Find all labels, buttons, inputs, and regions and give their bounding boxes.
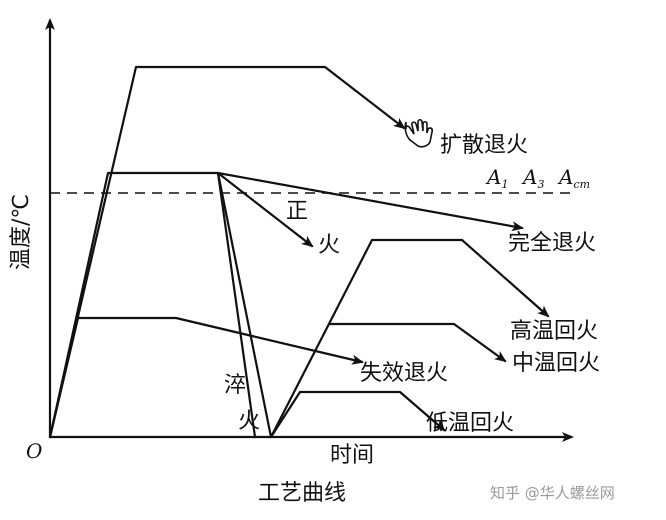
low-tempering-label: 低温回火 — [426, 411, 514, 436]
quenching-curve — [216, 171, 273, 439]
normalizing-curve — [216, 171, 314, 248]
quenching-label-2: 火 — [238, 409, 260, 434]
diffusion-annealing-curve — [48, 65, 406, 439]
diffusion-annealing-label: 扩散退火 — [440, 133, 528, 158]
high-tempering-label: 高温回火 — [510, 319, 598, 344]
origin-label: O — [26, 439, 42, 463]
stress-relief-annealing-label: 失效退火 — [360, 361, 448, 386]
quenching-fast-curve — [216, 171, 257, 439]
y-axis-label: 温度/℃ — [9, 194, 34, 270]
normalizing-label-1: 正 — [286, 199, 308, 224]
medium-tempering-curve — [328, 322, 507, 363]
normalizing-label-2: 火 — [318, 233, 340, 258]
a3-label: A3 — [521, 165, 544, 191]
watermark: 知乎 @华人螺丝网 — [490, 484, 615, 502]
x-axis-label: 时间 — [330, 443, 374, 468]
diagram-title: 工艺曲线 — [258, 481, 346, 506]
medium-tempering-label: 中温回火 — [512, 351, 600, 376]
austenitizing-curve — [48, 171, 524, 439]
a1-label: A1 — [485, 165, 508, 191]
low-tempering-curve — [269, 390, 446, 439]
hand-pointer-icon — [404, 118, 433, 148]
full-annealing-label: 完全退火 — [508, 231, 596, 256]
acm-label: Acm — [557, 165, 590, 191]
quenching-label-1: 淬 — [224, 373, 246, 398]
stress-relief-annealing-curve — [48, 316, 364, 439]
high-tempering-curve — [269, 238, 550, 439]
